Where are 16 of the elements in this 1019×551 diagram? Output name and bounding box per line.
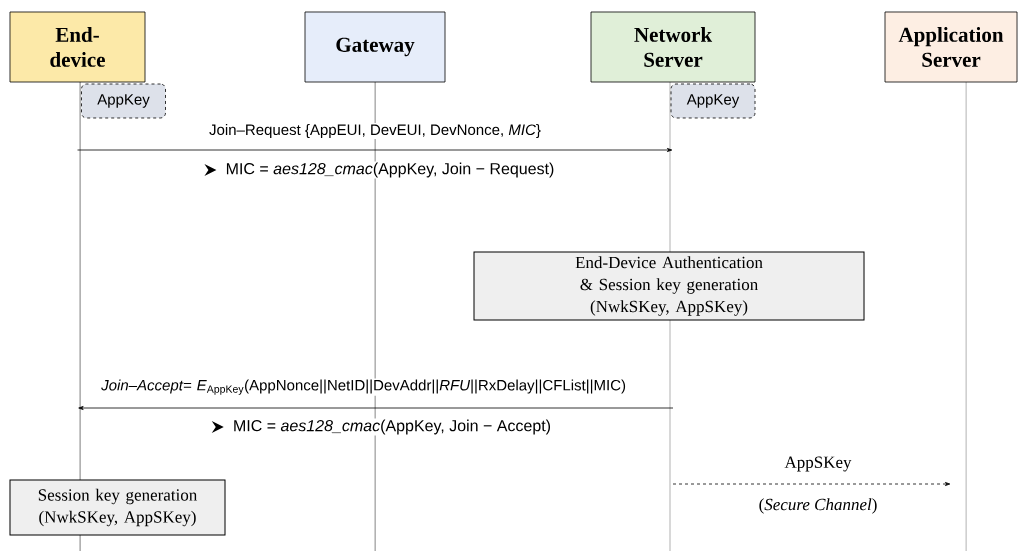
formula-text: MIC = aes128_cmac(AppKey, Join − Accept) [231, 418, 553, 436]
message-arrow [77, 148, 673, 152]
edge-label: Join–Accept= E$_{AppKey}$(AppNonce||NetID||DevAddr||RFU||RxDelay||CFList||MIC) [100, 378, 626, 396]
participant-box: End-device [9, 11, 146, 83]
edge-label: AppSKey [783, 455, 853, 473]
process-box: Session key generation (NwkSKey, AppSKey) [9, 479, 226, 536]
participant-box: Gateway [304, 11, 446, 83]
key-box: AppKey [81, 83, 166, 119]
formula-text: MIC = aes128_cmac(AppKey, Join − Request) [224, 161, 556, 179]
participant-box: Application Server [884, 11, 1018, 83]
participant-box: Network Server [590, 11, 756, 83]
formula-text: (Secure Channel) [757, 497, 879, 515]
message-arrow [672, 482, 951, 486]
process-box: End-Device Authentication & Session key generation (NwkSKey, AppSKey) [473, 251, 865, 321]
message-arrow [78, 406, 674, 410]
edge-label: Join–Request {AppEUI, DevEUI, DevNonce, MIC} [208, 123, 542, 139]
